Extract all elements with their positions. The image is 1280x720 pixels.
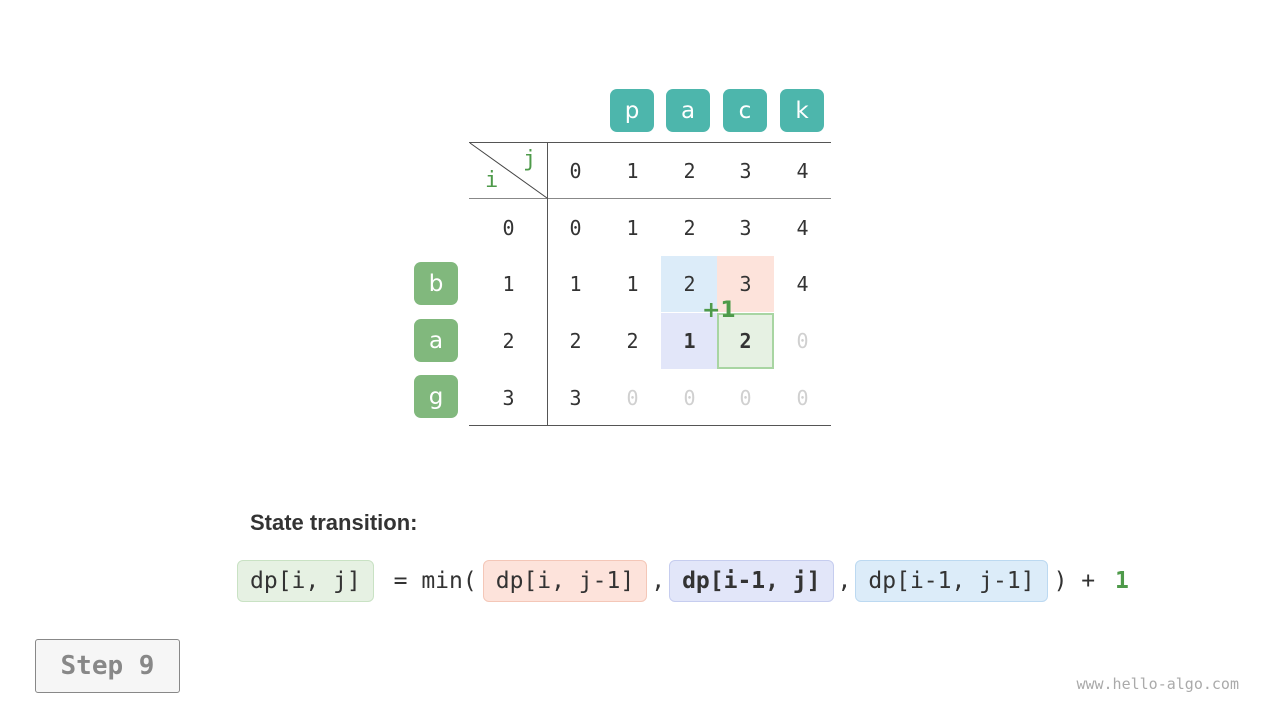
col-index-0: 0	[569, 159, 582, 183]
dp-cell-0-3: 3	[739, 216, 752, 240]
col-index-1: 1	[626, 159, 639, 183]
dp-cell-0-4: 4	[796, 216, 809, 240]
dp-cell-0-0: 0	[569, 216, 582, 240]
formula-term-diag: dp[i-1, j-1]	[855, 560, 1048, 602]
watermark: www.hello-algo.com	[1076, 675, 1239, 693]
formula-close-plus: ) +	[1053, 568, 1109, 594]
dp-cell-0-2: 2	[683, 216, 696, 240]
formula-one: 1	[1114, 568, 1129, 594]
col-letter-c: c	[723, 89, 767, 132]
formula-target: dp[i, j]	[237, 560, 374, 602]
table-top-rule	[469, 142, 831, 143]
dp-cell-2-0: 2	[569, 329, 582, 353]
dp-cell-1-4: 4	[796, 272, 809, 296]
header-rule	[469, 198, 831, 199]
row-letter-a: a	[414, 319, 458, 362]
dp-cell-2-1: 2	[626, 329, 639, 353]
col-axis-label: j	[523, 147, 537, 172]
formula-comma-2: ,	[837, 568, 852, 594]
row-letter-b: b	[414, 262, 458, 305]
dp-cell-1-3-up: 3	[717, 256, 774, 312]
dp-cell-0-1: 1	[626, 216, 639, 240]
formula-comma-1: ,	[651, 568, 666, 594]
formula-term-left: dp[i, j-1]	[482, 560, 648, 602]
corner-diagonal	[469, 142, 548, 199]
col-letter-k: k	[780, 89, 824, 132]
dp-cell-2-3-current: 2	[717, 313, 774, 369]
row-index-2: 2	[502, 329, 515, 353]
dp-cell-3-3: 0	[739, 386, 752, 410]
dp-cell-3-2: 0	[683, 386, 696, 410]
step-indicator: Step 9	[35, 639, 180, 693]
transition-formula: dp[i, j] = min( dp[i, j-1] , dp[i-1, j] …	[237, 559, 1129, 603]
transition-title: State transition:	[250, 510, 418, 535]
col-letter-p: p	[610, 89, 654, 132]
dp-cell-1-1: 1	[626, 272, 639, 296]
formula-equals-min: = min(	[379, 568, 477, 594]
col-letter-a: a	[666, 89, 710, 132]
table-bottom-rule	[469, 425, 831, 426]
dp-cell-2-4: 0	[796, 329, 809, 353]
dp-cell-3-4: 0	[796, 386, 809, 410]
row-letter-g: g	[414, 375, 458, 418]
formula-term-up: dp[i-1, j]	[669, 560, 834, 602]
row-header-rule	[547, 142, 548, 426]
row-index-3: 3	[502, 386, 515, 410]
row-axis-label: i	[485, 168, 499, 193]
dp-cell-1-2-diag: 2	[661, 256, 718, 312]
dp-cell-3-0: 3	[569, 386, 582, 410]
row-index-0: 0	[502, 216, 515, 240]
col-index-4: 4	[796, 159, 809, 183]
increment-label: +1	[702, 298, 736, 323]
dp-cell-1-0: 1	[569, 272, 582, 296]
row-index-1: 1	[502, 272, 515, 296]
dp-cell-3-1: 0	[626, 386, 639, 410]
col-index-3: 3	[739, 159, 752, 183]
dp-cell-2-2-left: 1	[661, 313, 718, 369]
col-index-2: 2	[683, 159, 696, 183]
